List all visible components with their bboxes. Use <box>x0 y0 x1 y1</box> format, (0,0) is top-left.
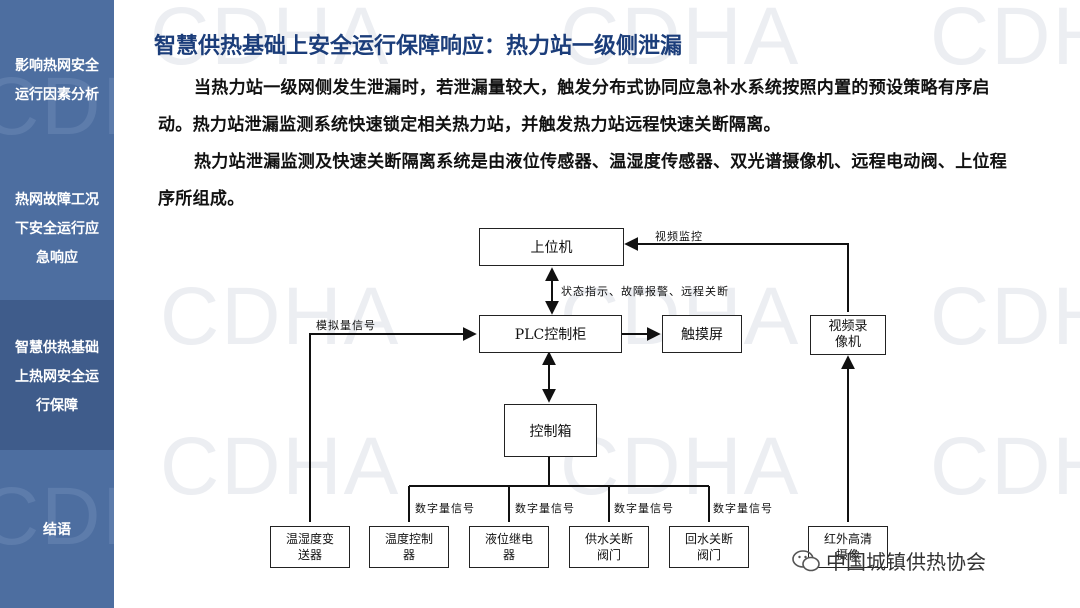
sidebar-item-label: 热网故障工况 <box>15 192 99 208</box>
node-label: 像机 <box>834 335 861 350</box>
sidebar-item-label: 运行因素分析 <box>15 87 99 103</box>
node-label: 器 <box>402 548 415 562</box>
node-label: 液位继电 <box>484 532 533 546</box>
node-label: 温湿度变 <box>285 532 334 546</box>
label-video-monitor: 视频监控 <box>655 230 703 243</box>
node-label: 回水关断 <box>684 532 733 546</box>
node-label: 摄像 <box>835 548 860 562</box>
sidebar-item-label: 结语 <box>43 522 71 538</box>
node-label: 阀门 <box>596 548 621 562</box>
node-plc: PLC控制柜 <box>479 315 622 353</box>
label-status: 状态指示、故障报警、远程关断 <box>561 285 729 298</box>
node-temp-humidity-transmitter: 温湿度变 送器 <box>270 526 350 568</box>
label-digital-signal: 数字量信号 <box>515 502 575 515</box>
sidebar-item-emergency[interactable]: 热网故障工况 下安全运行应 急响应 <box>0 186 114 276</box>
node-infrared-camera: 红外高清 摄像 <box>808 526 888 568</box>
label-digital-signal: 数字量信号 <box>415 502 475 515</box>
node-return-shutoff-valve: 回水关断 阀门 <box>669 526 749 568</box>
sidebar-item-label: 行保障 <box>36 398 78 414</box>
node-label: 供水关断 <box>584 532 633 546</box>
node-label: 视频录 <box>828 319 868 334</box>
node-touch-screen: 触摸屏 <box>662 315 742 353</box>
node-host: 上位机 <box>479 228 624 266</box>
paragraph: 热力站泄漏监测及快速关断隔离系统是由液位传感器、温湿度传感器、双光谱摄像机、远程… <box>158 152 1008 209</box>
sidebar-item-conclusion[interactable]: 结语 <box>0 516 114 546</box>
node-label: 送器 <box>297 548 322 562</box>
node-supply-shutoff-valve: 供水关断 阀门 <box>569 526 649 568</box>
node-label: 触摸屏 <box>681 327 723 343</box>
paragraph: 当热力站一级网侧发生泄漏时，若泄漏量较大，触发分布式协同应急补水系统按照内置的预… <box>158 78 990 135</box>
label-analog-signal: 模拟量信号 <box>316 319 376 332</box>
sidebar-item-label: 影响热网安全 <box>15 58 99 74</box>
label-digital-signal: 数字量信号 <box>713 502 773 515</box>
page-title: 智慧供热基础上安全运行保障响应：热力站一级侧泄漏 <box>154 34 683 59</box>
brand-watermark: 中国城镇供热协会 <box>792 546 986 575</box>
node-label: 控制箱 <box>529 423 572 440</box>
sidebar-item-smart-heating[interactable]: 智慧供热基础 上热网安全运 行保障 <box>0 300 114 450</box>
sidebar-item-factors[interactable]: 影响热网安全 运行因素分析 <box>0 52 114 112</box>
node-label: 阀门 <box>696 548 721 562</box>
node-label: 上位机 <box>530 240 573 256</box>
node-label: 红外高清 <box>823 532 872 546</box>
node-label: 器 <box>502 548 515 562</box>
node-video-recorder: 视频录 像机 <box>810 315 886 355</box>
node-label: PLC控制柜 <box>514 327 587 343</box>
node-label: 温度控制 <box>384 532 433 546</box>
connector-video <box>624 237 849 312</box>
wechat-icon <box>792 549 820 571</box>
node-control-box: 控制箱 <box>504 404 597 457</box>
node-temperature-controller: 温度控制 器 <box>369 526 449 568</box>
brand-name: 中国城镇供热协会 <box>826 550 986 574</box>
sidebar-item-label: 智慧供热基础 <box>15 340 99 356</box>
sidebar-item-label: 急响应 <box>36 250 78 266</box>
node-level-relay: 液位继电 器 <box>469 526 549 568</box>
connector-analog <box>309 327 477 522</box>
sidebar-item-label: 下安全运行应 <box>15 221 99 237</box>
label-digital-signal: 数字量信号 <box>614 502 674 515</box>
sidebar-item-label: 上热网安全运 <box>15 369 99 385</box>
